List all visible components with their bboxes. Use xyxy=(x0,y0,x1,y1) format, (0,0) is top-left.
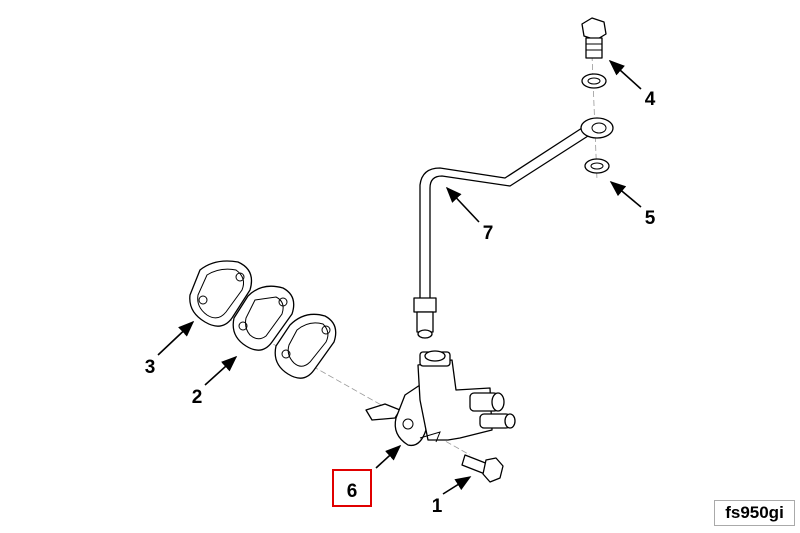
arrow-1 xyxy=(442,476,472,495)
fuel-line xyxy=(413,117,614,339)
sealing-washer-top xyxy=(581,73,607,89)
callout-5[interactable]: 5 xyxy=(645,208,656,229)
callout-7[interactable]: 7 xyxy=(483,223,494,244)
arrow-3 xyxy=(157,320,195,356)
callout-4[interactable]: 4 xyxy=(645,89,656,110)
gasket-middle xyxy=(232,285,295,351)
callout-3[interactable]: 3 xyxy=(145,357,156,378)
arrow-5 xyxy=(609,180,642,208)
fuel-pump xyxy=(365,350,516,447)
callout-2[interactable]: 2 xyxy=(192,387,203,408)
arrow-7 xyxy=(445,186,480,223)
gasket-inner xyxy=(274,313,337,379)
highlight-box xyxy=(332,469,372,507)
sealing-washer xyxy=(584,158,610,174)
bolt xyxy=(461,454,504,483)
callout-6[interactable]: 6 xyxy=(347,481,358,502)
gasket-outer xyxy=(189,260,253,327)
banjo-bolt xyxy=(581,17,607,59)
reference-code: fs950gi xyxy=(714,500,795,526)
arrow-6 xyxy=(375,444,402,469)
arrow-4 xyxy=(608,59,642,90)
callout-1[interactable]: 1 xyxy=(432,496,443,517)
arrow-2 xyxy=(204,355,238,386)
